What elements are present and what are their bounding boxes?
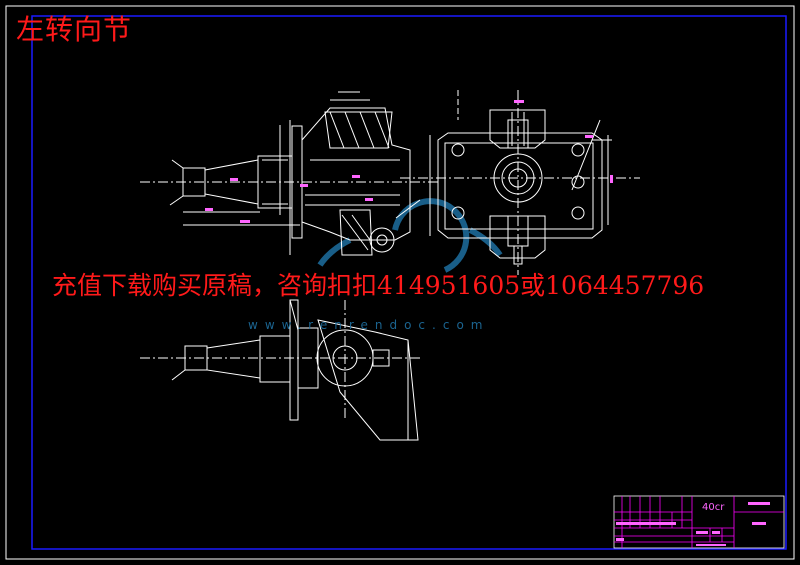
top-view: [140, 299, 420, 441]
drawing-frame: [31, 15, 787, 550]
promo-text: 充值下载购买原稿，咨询扣扣414951605或1064457796: [52, 271, 705, 300]
title-block-marks: [616, 502, 770, 546]
side-view: [400, 90, 640, 275]
outer-border: [5, 5, 795, 560]
front-view: [140, 91, 440, 256]
watermark-text: www.renrendoc.com: [248, 318, 490, 332]
front-view-dimension-marks: [205, 175, 373, 223]
drawing-title: 左转向节: [16, 13, 133, 46]
material-label: 40cr: [702, 502, 725, 513]
title-block: [613, 495, 785, 549]
side-view-dimension-marks: [514, 100, 613, 183]
